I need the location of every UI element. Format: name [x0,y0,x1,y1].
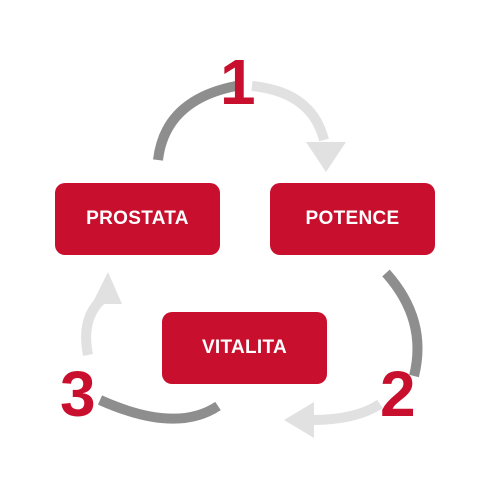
arrow-right-light-segment [311,399,383,425]
step-number-1: 1 [220,46,256,118]
box-potence-label: POTENCE [305,208,400,229]
arrow-left-head [92,272,122,304]
arrow-top-dark-segment [153,81,237,161]
box-vitalita: VITALITA [162,312,327,384]
box-potence: POTENCE [270,183,435,255]
arrow-right-head [284,402,314,438]
box-prostata-label: PROSTATA [86,208,189,229]
arrow-left-dark-segment [97,395,221,424]
step-number-2: 2 [380,358,416,430]
arrow-right-dark-segment [382,269,423,378]
arrow-top-head [306,142,346,172]
box-vitalita-label: VITALITA [201,337,288,358]
arrow-top-light-segment [251,81,329,142]
box-prostata: PROSTATA [55,183,220,255]
step-number-3: 3 [60,358,96,430]
arrow-left-light-segment [81,291,110,356]
